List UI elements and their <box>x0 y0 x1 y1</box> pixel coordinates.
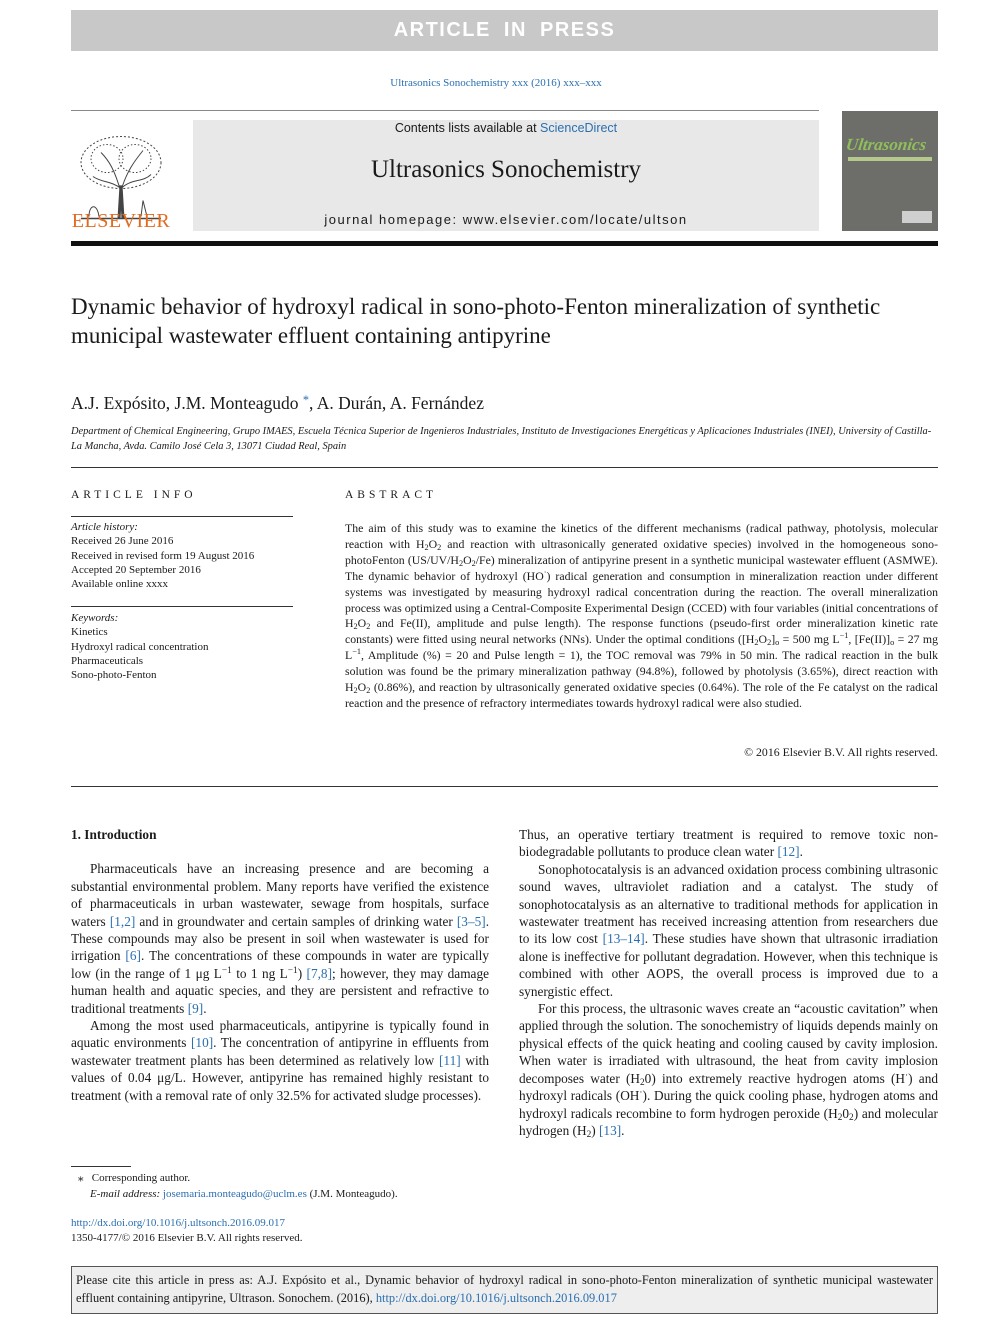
body-paragraph: For this process, the ultrasonic waves c… <box>519 1001 939 1140</box>
ref-link[interactable]: [3–5] <box>456 913 486 929</box>
history-online: Available online xxxx <box>71 578 168 591</box>
section-rule-top <box>71 467 938 468</box>
article-info-heading: ARTICLE INFO <box>71 489 197 501</box>
ref-link[interactable]: [7,8] <box>306 965 333 981</box>
abstract-text: The aim of this study was to examine the… <box>345 521 938 710</box>
contents-available: Contents lists available at ScienceDirec… <box>193 121 819 135</box>
cover-stripe <box>848 157 932 161</box>
journal-homepage[interactable]: journal homepage: www.elsevier.com/locat… <box>324 212 688 227</box>
ref-link[interactable]: [12] <box>777 844 800 860</box>
history-revised: Received in revised form 19 August 2016 <box>71 549 255 562</box>
cover-title: Ultrasonics <box>844 135 928 154</box>
doi-block: http://dx.doi.org/10.1016/j.ultsonch.201… <box>71 1216 303 1246</box>
header-thick-rule <box>71 241 938 246</box>
body-paragraph: Sonophotocatalysis is an advanced oxidat… <box>519 861 938 999</box>
email-label: E-mail address: <box>90 1188 163 1200</box>
corresponding-author-marker[interactable]: * <box>302 393 309 407</box>
journal-title: Ultrasonics Sonochemistry <box>370 156 642 183</box>
keywords: Keywords: Kinetics Hydroxyl radical conc… <box>71 611 293 682</box>
article-in-press-banner: ARTICLE IN PRESS <box>71 10 938 51</box>
ref-link[interactable]: [10] <box>191 1035 214 1051</box>
history-accepted: Accepted 20 September 2016 <box>71 563 201 576</box>
keywords-label: Keywords: <box>71 612 119 624</box>
email-owner: (J.M. Monteagudo). <box>306 1188 398 1200</box>
elsevier-tree-logo-icon <box>80 136 162 220</box>
corresponding-note: ⁎ Corresponding author. <box>78 1172 191 1184</box>
abstract-copyright: © 2016 Elsevier B.V. All rights reserved… <box>744 745 938 759</box>
author-list: A.J. Expósito, J.M. Monteagudo *, A. Dur… <box>71 393 484 414</box>
authors-part-2: , A. Durán, A. Fernández <box>309 393 484 413</box>
affiliation: Department of Chemical Engineering, Grup… <box>71 426 932 452</box>
body-paragraph: Pharmaceuticals have an increasing prese… <box>71 861 490 1016</box>
email-link[interactable]: josemaria.monteagudo@uclm.es <box>162 1188 307 1200</box>
email-note: E-mail address: josemaria.monteagudo@ucl… <box>78 1186 398 1202</box>
ref-link[interactable]: [9] <box>187 1000 204 1016</box>
authors-part-1: A.J. Expósito, J.M. Monteagudo <box>71 393 299 413</box>
article-history: Article history: Received 26 June 2016 R… <box>71 520 293 591</box>
abstract-heading: ABSTRACT <box>345 489 438 501</box>
cite-text: Please cite this article in press as: A.… <box>76 1273 933 1305</box>
body-column-left: 1. Introduction Pharmaceuticals have an … <box>71 826 489 1104</box>
body-column-right: Thus, an operative tertiary treatment is… <box>519 826 939 1140</box>
ref-link[interactable]: [11] <box>438 1052 461 1068</box>
cite-doi-link[interactable]: http://dx.doi.org/10.1016/j.ultsonch.201… <box>375 1291 617 1305</box>
cover-publisher-mark <box>902 211 932 223</box>
article-info-rule <box>71 516 293 517</box>
ref-link[interactable]: [6] <box>125 948 141 964</box>
keywords-rule <box>71 606 293 607</box>
journal-header-box <box>193 120 819 231</box>
section-rule-bottom <box>71 786 938 787</box>
body-paragraph: Among the most used pharmaceuticals, ant… <box>71 1018 490 1103</box>
corresponding-text: Corresponding author. <box>91 1172 191 1184</box>
footnote-rule <box>71 1166 131 1167</box>
ref-link[interactable]: [13–14] <box>602 931 645 947</box>
sciencedirect-link[interactable]: ScienceDirect <box>540 121 618 135</box>
contents-prefix: Contents lists available at <box>394 121 541 135</box>
ref-link[interactable]: [13] <box>599 1122 622 1138</box>
footnote: ⁎ Corresponding author. E-mail address: … <box>78 1170 398 1202</box>
keyword: Hydroxyl radical concentration <box>71 640 209 653</box>
journal-cover-image: Ultrasonics <box>842 111 938 231</box>
intro-heading: 1. Introduction <box>71 827 157 842</box>
issn-copyright: 1350-4177/© 2016 Elsevier B.V. All right… <box>71 1232 303 1244</box>
elsevier-wordmark: ELSEVIER <box>71 210 171 232</box>
body-paragraph: Thus, an operative tertiary treatment is… <box>519 827 938 860</box>
history-received: Received 26 June 2016 <box>71 535 174 548</box>
keyword: Kinetics <box>71 626 108 639</box>
doi-link[interactable]: http://dx.doi.org/10.1016/j.ultsonch.201… <box>71 1217 285 1229</box>
keyword: Pharmaceuticals <box>71 654 144 667</box>
article-title: Dynamic behavior of hydroxyl radical in … <box>71 294 881 348</box>
ref-link[interactable]: [1,2] <box>109 913 136 929</box>
cite-this-article-box: Please cite this article in press as: A.… <box>71 1266 938 1314</box>
keyword: Sono-photo-Fenton <box>71 669 157 682</box>
header-rule <box>71 110 819 111</box>
journal-citation-line[interactable]: Ultrasonics Sonochemistry xxx (2016) xxx… <box>390 77 602 89</box>
history-label: Article history: <box>71 521 138 533</box>
